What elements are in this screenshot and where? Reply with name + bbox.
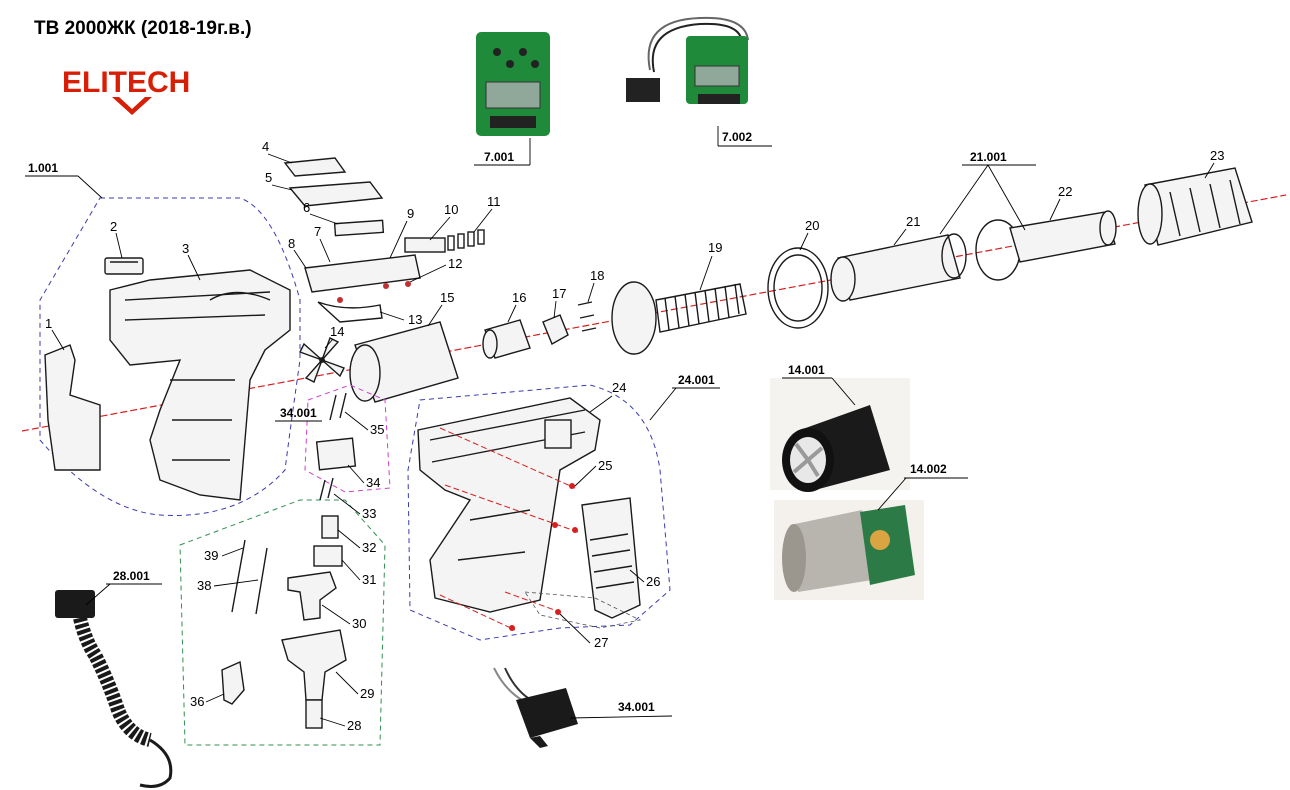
diagram-title: ТВ 2000ЖК (2018-19г.в.) — [34, 18, 252, 39]
part-4-label: 4 — [262, 139, 269, 154]
ref-28-001: 28.001 — [113, 569, 150, 583]
part-11-label: 11 — [487, 194, 501, 209]
part-13-label: 13 — [408, 312, 422, 327]
elitech-logo: ELITECH — [62, 66, 190, 115]
part-27-label: 27 — [594, 635, 608, 650]
pcb-photo-7-002: 7.002 — [626, 16, 772, 147]
ref-14-001: 14.001 — [788, 363, 825, 377]
part-19-label: 19 — [708, 240, 722, 255]
part-17-label: 17 — [552, 286, 566, 301]
part-23-label: 23 — [1210, 148, 1224, 163]
connector-photo-34-001: 34.001 — [493, 667, 673, 748]
part-35-label: 35 — [370, 422, 384, 437]
part-5-label: 5 — [265, 170, 272, 185]
part-29-label: 29 — [360, 686, 374, 701]
ref-1-001: 1.001 — [28, 161, 58, 175]
ref-24-001: 24.001 — [678, 373, 715, 387]
part-25-label: 25 — [598, 458, 612, 473]
part-30-label: 30 — [352, 616, 366, 631]
part-2-label: 2 — [110, 219, 117, 234]
logo-text: ELITECH — [62, 66, 190, 99]
part-3-label: 3 — [182, 241, 189, 256]
group-34-001: 34.001 35 34 — [275, 384, 391, 493]
part-39-label: 39 — [204, 548, 218, 563]
part-22-label: 22 — [1058, 184, 1072, 199]
group-1-001: 1.001 1 2 3 — [25, 161, 301, 516]
part-38-label: 38 — [197, 578, 211, 593]
fan-heater-chain: 14 15 16 17 18 19 20 — [299, 148, 1253, 403]
group-24-001: 24.001 24 25 26 27 — [407, 373, 720, 650]
part-34-label: 34 — [366, 475, 380, 490]
part-24-label: 24 — [612, 380, 626, 395]
group-28-001: 33 32 31 30 29 28 39 38 36 — [179, 477, 386, 746]
part-31-label: 31 — [362, 572, 376, 587]
part-26-label: 26 — [646, 574, 660, 589]
part-12-label: 12 — [448, 256, 462, 271]
ref-34-001-group: 34.001 — [280, 406, 317, 420]
part-28-label: 28 — [347, 718, 361, 733]
part-16-label: 16 — [512, 290, 526, 305]
part-9-label: 9 — [407, 206, 414, 221]
control-panel-parts: 4 5 6 7 8 9 10 11 12 13 — [262, 139, 501, 327]
part-21-label: 21 — [906, 214, 920, 229]
part-36-label: 36 — [190, 694, 204, 709]
part-20-label: 20 — [805, 218, 819, 233]
part-7-label: 7 — [314, 224, 321, 239]
ref-7-001: 7.001 — [484, 150, 514, 164]
cord-photo-28-001: 28.001 — [55, 569, 173, 788]
ref-14-002: 14.002 — [910, 462, 947, 476]
part-32-label: 32 — [362, 540, 376, 555]
ref-21-001: 21.001 — [970, 150, 1007, 164]
part-33-label: 33 — [362, 506, 376, 521]
part-14-label: 14 — [330, 324, 344, 339]
part-15-label: 15 — [440, 290, 454, 305]
part-18-label: 18 — [590, 268, 604, 283]
ref-7-002: 7.002 — [722, 130, 752, 144]
part-8-label: 8 — [288, 236, 295, 251]
ref-34-001-photo: 34.001 — [618, 700, 655, 714]
pcb-photo-7-001: 7.001 — [474, 32, 550, 166]
fan-motor-photo-14-001: 14.001 — [770, 363, 910, 492]
part-6-label: 6 — [303, 200, 310, 215]
motor-photo-14-002: 14.002 — [774, 462, 968, 600]
part-1-label: 1 — [45, 316, 52, 331]
part-10-label: 10 — [444, 202, 458, 217]
